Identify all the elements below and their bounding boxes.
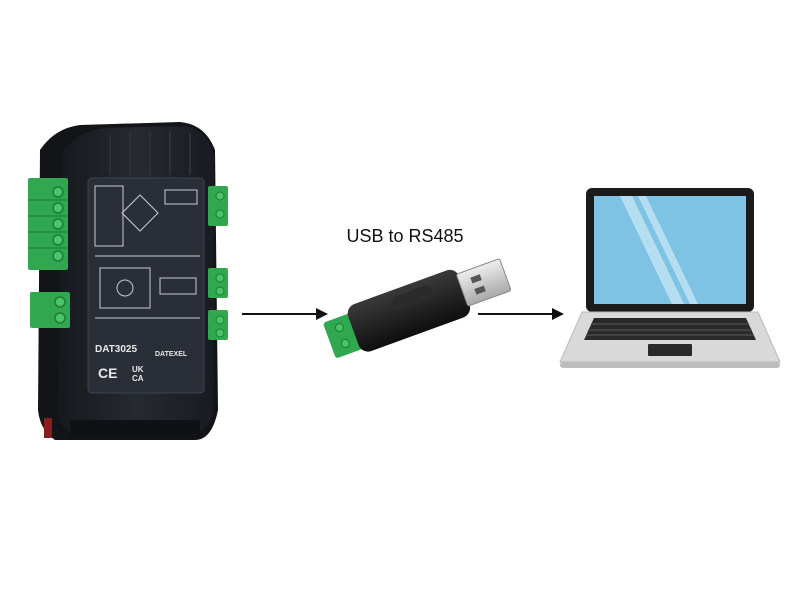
terminal-block-right-middle bbox=[208, 268, 228, 298]
laptop-touchpad bbox=[648, 344, 692, 356]
module-brand-label: DATEXEL bbox=[155, 351, 188, 358]
laptop-keyboard bbox=[584, 318, 756, 340]
converter-label: USB to RS485 bbox=[346, 226, 464, 246]
converter-label-plate bbox=[392, 285, 433, 311]
module-ribs bbox=[109, 131, 191, 175]
usb-plug bbox=[456, 258, 512, 307]
screen-reflection bbox=[620, 196, 684, 304]
arrow-converter-to-laptop bbox=[478, 308, 564, 320]
usb-rs485-converter bbox=[323, 258, 512, 358]
terminal-block-right-top bbox=[208, 186, 228, 226]
terminal-block-right-bottom bbox=[208, 310, 228, 340]
signal-conditioner-module: DAT3025 CE UK CA DATEXEL bbox=[28, 122, 228, 440]
laptop-bottom-edge bbox=[560, 362, 780, 368]
ce-mark: CE bbox=[98, 365, 117, 381]
laptop bbox=[559, 188, 781, 368]
module-front-panel bbox=[87, 177, 205, 394]
module-model-label: DAT3025 bbox=[95, 344, 137, 355]
module-panel-graphics bbox=[94, 185, 200, 319]
terminal-block-left-top bbox=[28, 178, 68, 270]
terminal-block-left-bottom bbox=[30, 292, 70, 328]
ukca-mark-2: CA bbox=[132, 374, 144, 383]
release-tab bbox=[44, 418, 52, 438]
ukca-mark: UK bbox=[132, 365, 144, 374]
converter-body bbox=[347, 269, 471, 352]
din-rail-clip bbox=[70, 420, 200, 438]
arrow-module-to-converter bbox=[242, 308, 328, 320]
